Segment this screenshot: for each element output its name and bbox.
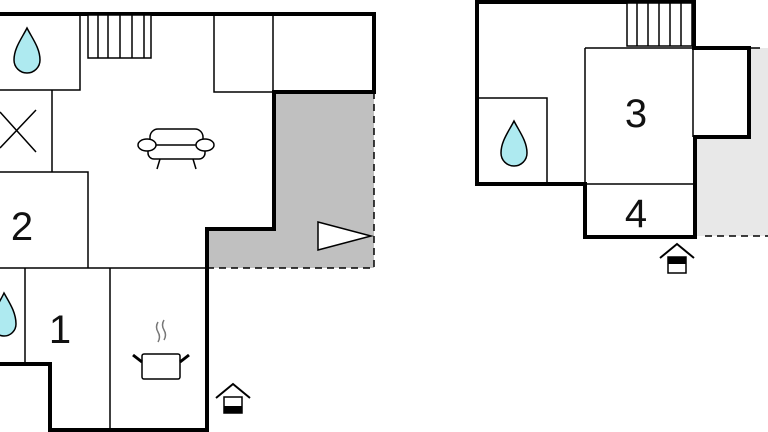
outer-walls bbox=[0, 12, 376, 432]
ground-floor-plan: 2 1 bbox=[0, 12, 376, 432]
water-drop-icon bbox=[0, 291, 17, 337]
room-label-4: 4 bbox=[625, 192, 647, 236]
upper-floor-plan: 3 4 bbox=[475, 0, 768, 274]
closed-area-x-icon bbox=[0, 109, 37, 153]
room-label-2: 2 bbox=[11, 205, 33, 249]
interior-walls bbox=[0, 14, 274, 430]
entrance-icon bbox=[215, 382, 251, 414]
room-label-3: 3 bbox=[625, 92, 647, 136]
cooking-pot-icon bbox=[132, 319, 190, 380]
terrace-area bbox=[207, 92, 374, 268]
stairs-icon bbox=[87, 14, 152, 59]
entrance-icon bbox=[659, 242, 695, 274]
stairs-icon bbox=[626, 2, 693, 47]
water-drop-icon bbox=[500, 119, 528, 167]
terrace-direction-icon bbox=[317, 221, 374, 251]
outdoor-area bbox=[697, 137, 768, 236]
sofa-icon bbox=[137, 128, 215, 170]
water-drop-icon bbox=[13, 26, 41, 74]
interior-walls bbox=[477, 47, 760, 185]
room-label-1: 1 bbox=[49, 308, 71, 352]
